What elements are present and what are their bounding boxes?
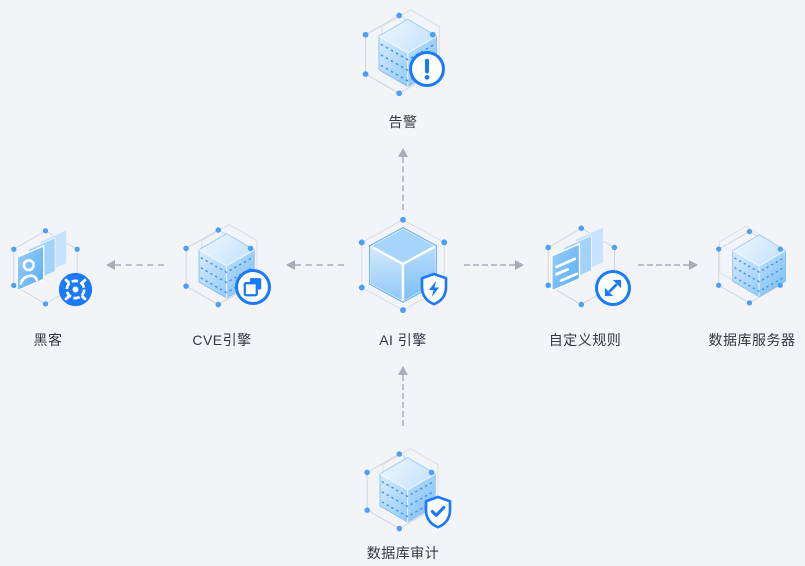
node-alert-label: 告警 bbox=[388, 114, 418, 130]
node-audit-label: 数据库审计 bbox=[366, 545, 440, 561]
shield-check-icon bbox=[424, 495, 452, 529]
node-hacker-label: 黑客 bbox=[33, 332, 63, 348]
arrow-audit-to-ai bbox=[397, 366, 409, 426]
target-circle-icon bbox=[58, 272, 93, 307]
arrow-cve-to-hacker bbox=[106, 259, 164, 271]
database-cube-icon bbox=[716, 225, 786, 306]
arrow-ai-to-rules bbox=[464, 259, 524, 271]
node-rules-label: 自定义规则 bbox=[548, 332, 622, 348]
node-ai-label: AI 引擎 bbox=[379, 332, 427, 348]
shield-lightning-icon bbox=[420, 272, 448, 306]
node-dbserver-label: 数据库服务器 bbox=[708, 332, 796, 348]
arrow-rules-to-dbserver bbox=[638, 259, 698, 271]
exclamation-circle-icon bbox=[409, 51, 445, 87]
copy-circle-icon bbox=[235, 269, 271, 305]
expand-circle-icon bbox=[595, 270, 631, 306]
database-cube-icon bbox=[364, 447, 439, 532]
layers-user-icon bbox=[11, 228, 80, 307]
layers-rules-icon bbox=[545, 225, 618, 308]
arrow-ai-to-cve bbox=[286, 259, 344, 271]
arrow-ai-to-alert bbox=[397, 148, 409, 210]
node-cve-label: CVE引擎 bbox=[192, 332, 252, 348]
